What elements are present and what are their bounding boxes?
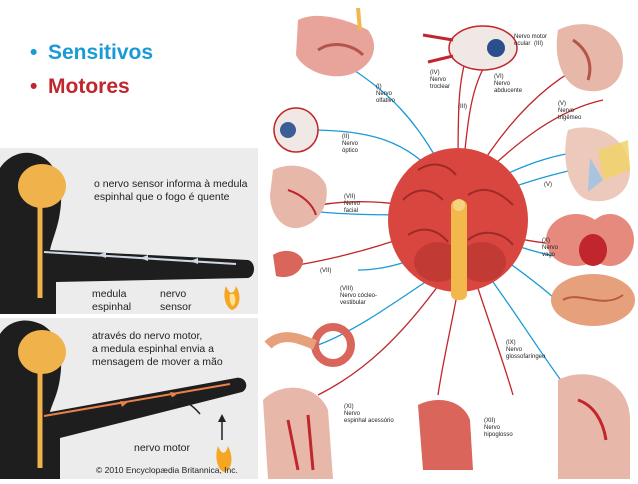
nerve-label-numeral-vi: (VI) [494, 74, 504, 80]
nerve-label-line2-i: olfativo [376, 98, 396, 104]
nerve-label-line1-i: Nervo [376, 91, 393, 97]
organ-olfactory [296, 7, 375, 77]
sensory-label-nerve-2: sensor [160, 301, 192, 313]
nerve-labels: (I) Nervo olfativo (II) Nervo óptico Ner… [320, 34, 582, 438]
small-numeral-vii: (VII) [320, 268, 331, 274]
nerve-label-line2-iv: troclear [430, 84, 450, 90]
nerve-label-line2-iii: ocular [514, 41, 530, 47]
bullet-motores: • Motores [30, 70, 153, 104]
nerve-label-line2-x: vago [542, 252, 556, 258]
motor-caption-line2: a medula espinhal envia a [92, 343, 215, 355]
nerve-label-numeral-xi: (XI) [344, 404, 354, 410]
nerve-label-numeral-v: (V) [558, 101, 566, 107]
sensory-label-spinal-2: espinhal [92, 301, 132, 313]
nerve-label-line1-xi: Nervo [344, 411, 361, 417]
nerve-label-line1-iv: Nervo [430, 77, 447, 83]
nerve-label-numeral-x: (X) [542, 238, 550, 244]
organ-face-right [565, 127, 630, 202]
organ-tongue-bottom [418, 400, 473, 470]
nerve-label-numeral-i: (I) [376, 84, 382, 90]
nerve-label-numeral-ix: (IX) [506, 340, 516, 346]
organ-eye-left [273, 107, 319, 153]
bullet-label-motores: Motores [48, 75, 130, 98]
nerve-label-numeral-vii: (VII) [344, 194, 355, 200]
brain-illustration [388, 148, 528, 300]
organ-tongue [273, 250, 303, 278]
small-numeral-v: (V) [544, 182, 552, 188]
organ-intestines [551, 274, 635, 326]
nerve-label-line2-ix: glossofaríngeo [506, 354, 546, 360]
nerve-label-line1-x: Nervo [542, 245, 559, 251]
organ-cochlea [264, 323, 355, 367]
sensory-label-spinal-1: medula [92, 288, 127, 300]
nerve-label-line1-iii: Nervo motor [514, 34, 547, 40]
organ-eye-top [422, 25, 518, 71]
copyright-text: © 2010 Encyclopædia Britannica, Inc. [96, 465, 238, 475]
nerve-label-numeral-xii: (XII) [484, 418, 495, 424]
bullet-list: • Sensitivos • Motores [30, 36, 153, 104]
organ-head-right-top [556, 24, 623, 92]
organ-head-left-profile [270, 165, 327, 229]
motor-caption-line3: mensagem de mover a mão [92, 356, 223, 368]
nerve-label-line2-vi: abducente [494, 88, 523, 94]
nerve-label-numeral-iii: (III) [534, 41, 543, 47]
bullet-sensitivos: • Sensitivos [30, 36, 153, 70]
nerve-label-line1-xii: Nervo [484, 425, 501, 431]
nerve-label-line1-ix: Nervo [506, 347, 523, 353]
organ-heart-lungs [546, 214, 634, 266]
nerve-label-line2-vii: facial [344, 208, 358, 214]
nerve-label-line2-v: trigêmeo [558, 115, 582, 121]
motor-figure-illustration [0, 320, 247, 479]
nerve-label-line2-ii: óptico [342, 148, 359, 154]
nerve-label-line2-xii: hipoglosso [484, 432, 513, 438]
bullet-dot: • [30, 75, 38, 98]
nerve-label-line1-v: Nervo [558, 108, 575, 114]
sensory-caption-line2: espinhal que o fogo é quente [94, 191, 230, 203]
nerve-label-line2-xi: espinhal acessório [344, 418, 394, 424]
nerve-label-line1-vi: Nervo [494, 81, 511, 87]
sensory-caption-line1: o nervo sensor informa à medula [94, 178, 248, 190]
nerve-label-line1-ii: Nervo [342, 141, 359, 147]
small-numeral-iii: (III) [458, 104, 467, 110]
nerve-label-numeral-ii: (II) [342, 134, 349, 140]
motor-caption-line1: através do nervo motor, [92, 330, 203, 342]
cranial-nerves-diagram: (I) Nervo olfativo (II) Nervo óptico Ner… [263, 7, 635, 479]
motor-label-nerve: nervo motor [134, 442, 191, 454]
nerve-label-numeral-viii: (VIII) [340, 286, 353, 292]
nerve-label-numeral-iv: (IV) [430, 70, 440, 76]
nerve-label-line2-viii: vestibular [340, 300, 366, 306]
sensory-label-nerve-1: nervo [160, 288, 187, 300]
sensory-figure-illustration [0, 152, 254, 314]
bullet-label-sensitivos: Sensitivos [48, 41, 154, 64]
nerve-label-line1-viii: Nervo cócleo- [340, 293, 377, 299]
bullet-dot: • [30, 41, 38, 64]
organ-throat-right [558, 374, 630, 479]
organ-neck-left [263, 387, 333, 479]
nerve-label-line1-vii: Nervo [344, 201, 361, 207]
motor-nerve-panel: através do nervo motor,a medula espinhal… [0, 318, 258, 479]
